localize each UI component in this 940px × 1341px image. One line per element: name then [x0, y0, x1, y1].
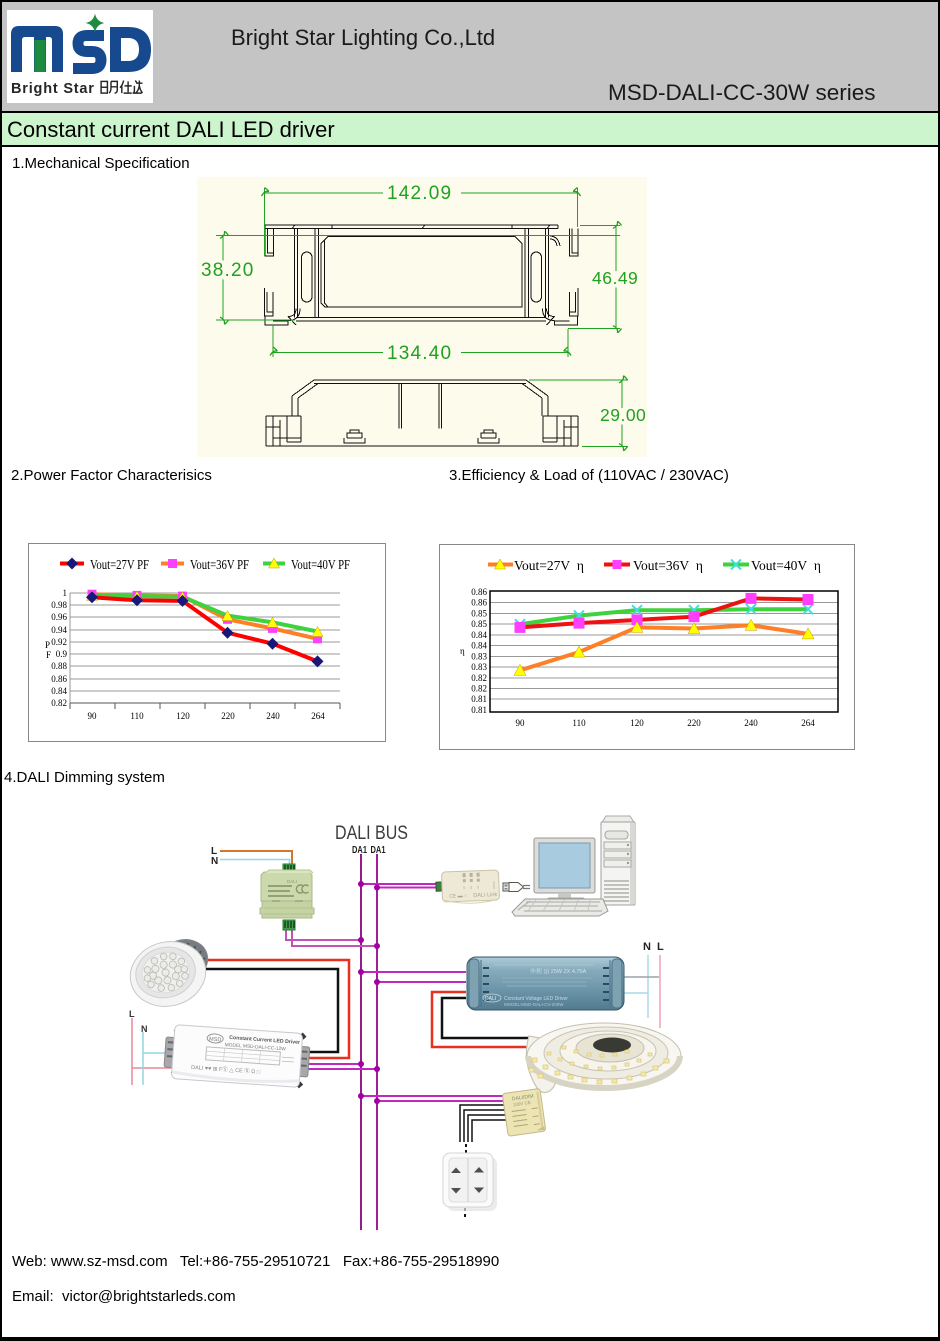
svg-text:0.94: 0.94: [51, 625, 67, 635]
svg-text:MODEL MSD-DALI-CC-12W: MODEL MSD-DALI-CC-12W: [225, 1042, 287, 1052]
svg-text:L: L: [129, 1009, 135, 1019]
svg-text:0.82: 0.82: [51, 698, 67, 708]
svg-text:DA1: DA1: [371, 845, 386, 856]
svg-text:0.9: 0.9: [56, 649, 68, 659]
svg-text:0.96: 0.96: [51, 612, 67, 622]
svg-text:0.86: 0.86: [471, 587, 487, 597]
svg-text:Vout=40V η: Vout=40V η: [751, 558, 821, 573]
svg-text:0.85: 0.85: [471, 609, 487, 619]
svg-text:Vout=36V η: Vout=36V η: [633, 558, 703, 573]
svg-text:Vout=40V PF: Vout=40V PF: [291, 557, 350, 572]
svg-text:Constant Current LED Driver: Constant Current LED Driver: [229, 1035, 300, 1046]
svg-text:0.98: 0.98: [51, 600, 67, 610]
svg-text:MSD: MSD: [209, 1037, 222, 1044]
svg-text:264: 264: [311, 711, 325, 721]
svg-text:0.81: 0.81: [471, 694, 487, 704]
svg-text:110: 110: [130, 711, 144, 721]
svg-text:0.88: 0.88: [51, 661, 67, 671]
svg-text:DALI/DIM: DALI/DIM: [512, 1093, 534, 1102]
svg-text:220: 220: [221, 711, 235, 721]
svg-text:Bright Star: Bright Star: [11, 81, 95, 97]
svg-text:Vout=36V PF: Vout=36V PF: [190, 557, 249, 572]
svg-text:120: 120: [630, 718, 644, 728]
svg-text:0.86: 0.86: [471, 598, 487, 608]
svg-text:264: 264: [801, 718, 815, 728]
svg-text:DA1: DA1: [352, 845, 367, 856]
svg-text:N: N: [141, 1024, 148, 1034]
svg-text:240: 240: [266, 711, 280, 721]
svg-text:0.83: 0.83: [471, 662, 487, 672]
svg-text:0.81: 0.81: [471, 705, 487, 715]
svg-text:N: N: [211, 856, 218, 867]
svg-text:P: P: [45, 640, 50, 650]
svg-text:0.86: 0.86: [51, 674, 67, 684]
svg-text:0.82: 0.82: [471, 673, 487, 683]
svg-text:0.84: 0.84: [471, 630, 487, 640]
svg-text:N: N: [643, 941, 651, 953]
svg-text:MODEL:MSD-DALI-CV-200W: MODEL:MSD-DALI-CV-200W: [504, 1002, 564, 1007]
svg-text:DALI: DALI: [485, 996, 496, 1002]
svg-text:DALI: DALI: [287, 879, 297, 884]
svg-text:0.85: 0.85: [471, 619, 487, 629]
svg-text:38.20: 38.20: [201, 260, 255, 281]
svg-text:29.00: 29.00: [600, 405, 646, 425]
svg-text:DALI BUS: DALI BUS: [335, 823, 408, 844]
svg-text:L: L: [211, 846, 217, 857]
svg-text:ⓇⓂ ⃞ ))) 25W 2X 4.75A: ⓇⓂ ⃞ ))) 25W 2X 4.75A: [530, 967, 587, 975]
svg-text:46.49: 46.49: [592, 268, 638, 288]
svg-text:220: 220: [687, 718, 701, 728]
svg-text:DALI Link: DALI Link: [473, 892, 497, 899]
svg-text:110: 110: [572, 718, 586, 728]
svg-text:90: 90: [516, 718, 526, 728]
svg-text:142.09: 142.09: [387, 183, 452, 204]
svg-text:90: 90: [88, 711, 98, 721]
svg-text:Vout=27V PF: Vout=27V PF: [90, 557, 149, 572]
svg-text:240: 240: [744, 718, 758, 728]
svg-text:0.92: 0.92: [51, 637, 67, 647]
svg-text:F: F: [46, 650, 51, 660]
svg-text:η: η: [460, 646, 465, 656]
svg-text:0.84: 0.84: [471, 641, 487, 651]
svg-text:1: 1: [63, 588, 68, 598]
svg-text:100V CE: 100V CE: [513, 1100, 532, 1107]
svg-text:Constant Voltage LED Driver: Constant Voltage LED Driver: [504, 996, 568, 1002]
svg-text:0.84: 0.84: [51, 686, 67, 696]
svg-text:CE ▬ ○: CE ▬ ○: [449, 893, 467, 900]
svg-text:Vout=27V η: Vout=27V η: [514, 558, 584, 573]
svg-text:134.40: 134.40: [387, 343, 452, 364]
svg-text:0.83: 0.83: [471, 651, 487, 661]
svg-text:120: 120: [176, 711, 190, 721]
svg-text:L: L: [657, 941, 664, 953]
svg-text:0.82: 0.82: [471, 684, 487, 694]
